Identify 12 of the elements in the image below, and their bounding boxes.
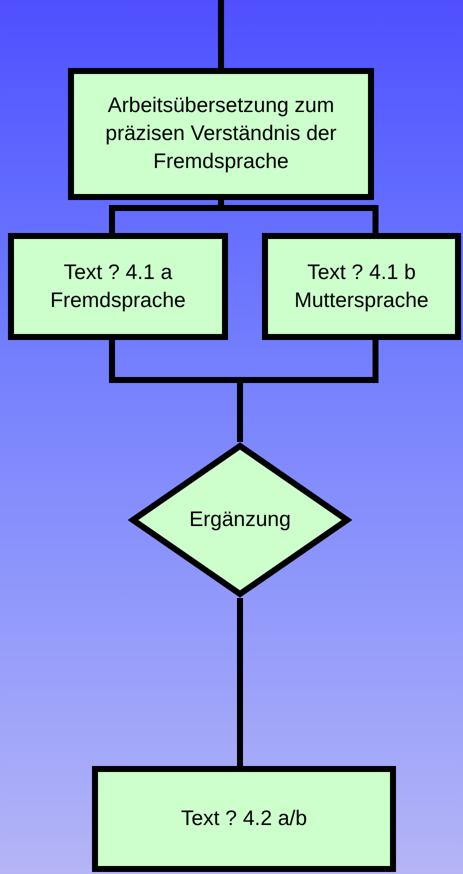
connector-line [237,598,243,766]
node-label: Arbeitsübersetzung zum präzisen Verständnis der Fremdsprache [104,93,338,175]
process-box [92,766,396,872]
process-box [262,233,461,340]
process-box [8,233,228,340]
node-label: Text ? 4.1 b Muttersprache [293,260,430,314]
node-label: Text ? 4.2 a/b [180,806,308,832]
process-box [68,68,374,200]
connector-line [218,0,224,68]
node-label: Ergänzung [188,507,292,533]
node-label: Text ? 4.1 a Fremdsprache [49,260,187,314]
decision-diamond [128,442,352,598]
